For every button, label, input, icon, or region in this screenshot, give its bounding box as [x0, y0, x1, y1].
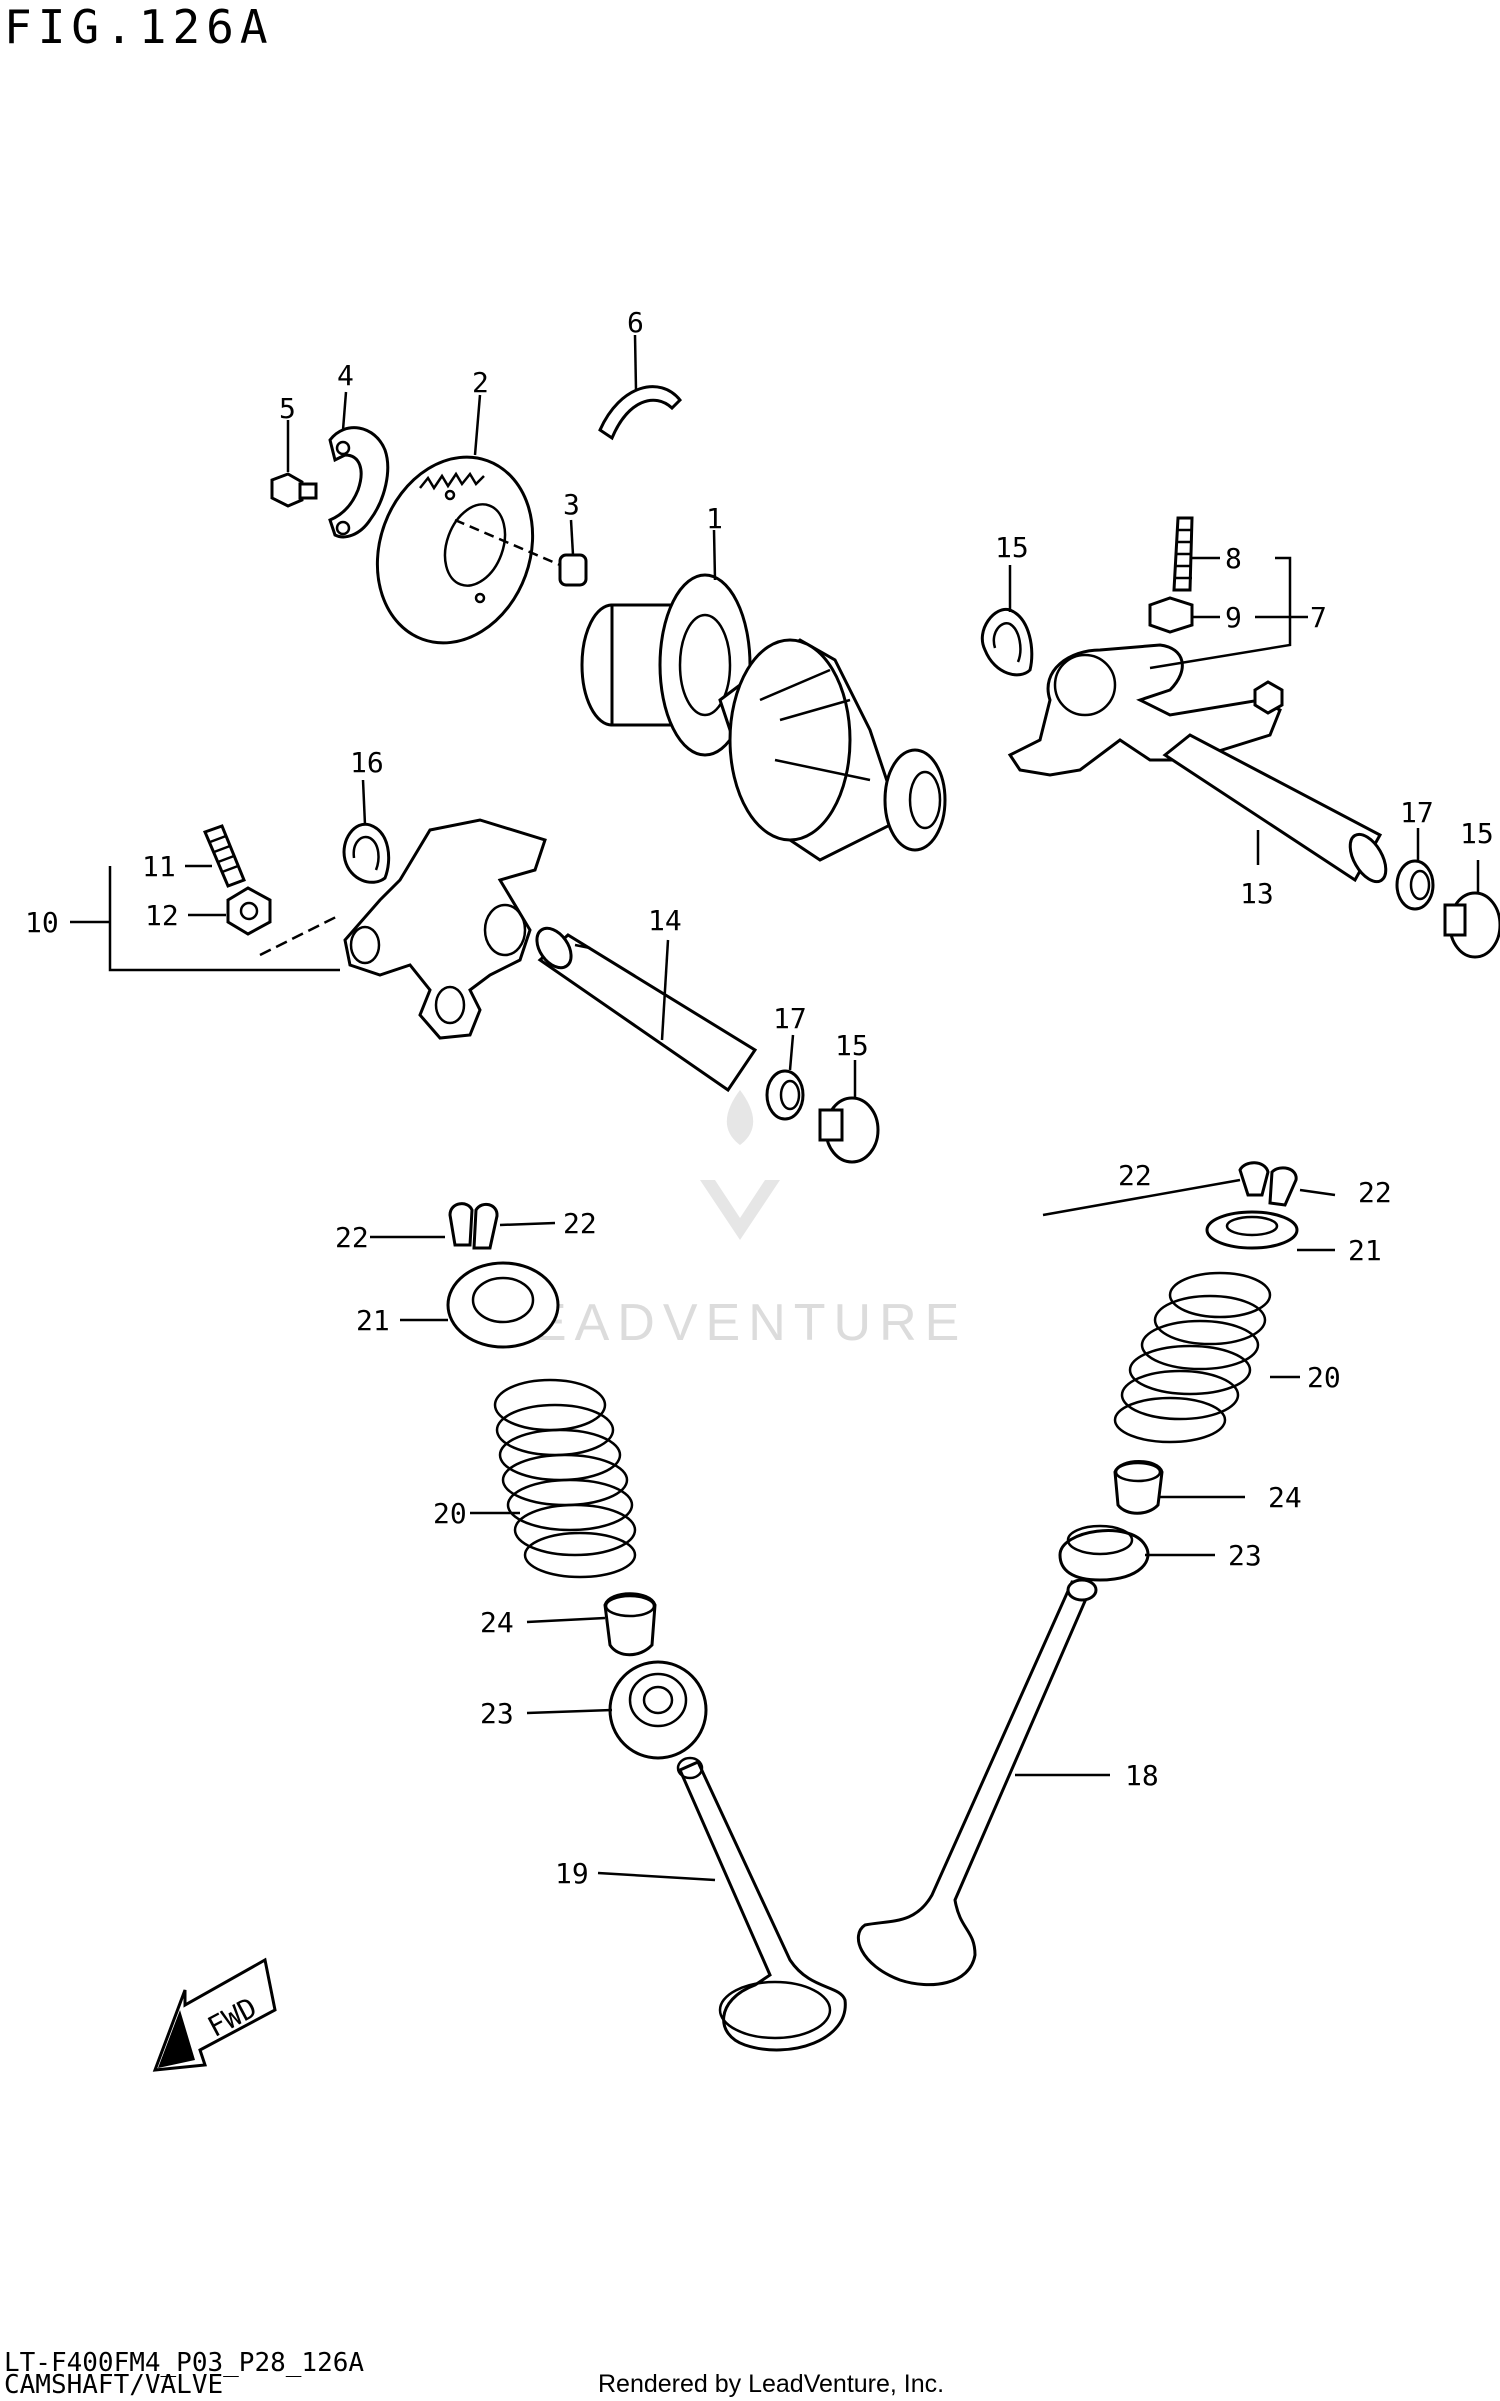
callout-11: 11: [142, 850, 176, 883]
part-20-spring-left: [493, 1378, 637, 1579]
callout-23-right: 23: [1228, 1539, 1262, 1572]
callout-22-left-a: 22: [335, 1221, 369, 1254]
callout-22-right-b: 22: [1358, 1176, 1392, 1209]
part-15-plug-right: [1443, 891, 1500, 959]
part-24-seal-left: [603, 1592, 657, 1657]
part-5-bolt: [270, 472, 318, 508]
part-23-seat-right: [1058, 1524, 1150, 1582]
part-24-seal-right: [1113, 1460, 1164, 1515]
part-16-oring-left: [342, 822, 391, 884]
part-1-camshaft: [580, 573, 947, 862]
part-10-rocker-arm-left: [259, 818, 547, 1040]
render-credit: Rendered by LeadVenture, Inc.: [598, 2370, 945, 2398]
callout-6: 6: [627, 306, 644, 339]
part-23-seat-left: [608, 1660, 708, 1760]
callout-20-right: 20: [1307, 1361, 1341, 1394]
callout-9: 9: [1225, 601, 1242, 634]
callout-8: 8: [1225, 542, 1242, 575]
figure-name: CAMSHAFT/VALVE: [4, 2370, 224, 2400]
callout-24-right: 24: [1268, 1481, 1302, 1514]
callout-3: 3: [563, 488, 580, 521]
callout-4: 4: [337, 359, 354, 392]
callout-5: 5: [279, 392, 296, 425]
callout-23-left: 23: [480, 1697, 514, 1730]
part-22-cotter-right: [1238, 1161, 1298, 1207]
part-15-plug-left: [818, 1096, 880, 1164]
part-21-retainer-left: [446, 1261, 560, 1349]
callout-12: 12: [145, 899, 179, 932]
part-2-sprocket: [375, 455, 535, 645]
callout-21-right: 21: [1348, 1234, 1382, 1267]
leader-lines: [70, 334, 1480, 1882]
part-19-valve-intake: [676, 1756, 847, 2052]
callout-2: 2: [472, 366, 489, 399]
callout-13: 13: [1240, 877, 1274, 910]
figure-code: LT-F400FM4_P03_P28_126A: [4, 2348, 365, 2378]
callout-14: 14: [648, 904, 682, 937]
callout-21-left: 21: [356, 1304, 390, 1337]
callout-20-left: 20: [433, 1497, 467, 1530]
part-6-clip: [598, 385, 683, 441]
part-21-retainer-right: [1205, 1210, 1299, 1250]
part-17-bushing-left: [765, 1069, 805, 1121]
part-20-spring-right: [1113, 1271, 1272, 1444]
part-9-nut: [1148, 596, 1194, 634]
callout-1: 1: [706, 502, 723, 535]
callout-17-left: 17: [773, 1002, 807, 1035]
callout-18: 18: [1125, 1759, 1159, 1792]
callout-labels: 5 4 2 3 6 1 15 8 9 7 13 17 15 16 11 12 1…: [25, 306, 1494, 1890]
callout-10: 10: [25, 906, 59, 939]
part-11-stud: [202, 824, 246, 888]
figure-title: FIG.126A: [4, 0, 274, 54]
part-13-shaft-right: [1162, 733, 1388, 884]
part-18-valve-exhaust: [856, 1578, 1098, 1987]
part-17-bushing-right: [1395, 859, 1435, 911]
watermark: LEADVENTURE: [495, 1090, 967, 1352]
part-12-nut: [226, 886, 272, 936]
part-22-cotter-left: [448, 1202, 499, 1250]
callout-7: 7: [1310, 601, 1327, 634]
watermark-text: LEADVENTURE: [495, 1294, 967, 1352]
callout-16-right: 15: [995, 531, 1029, 564]
part-8-stud: [1172, 516, 1194, 592]
callout-17-right: 17: [1400, 796, 1434, 829]
callout-22-left-b: 22: [563, 1207, 597, 1240]
part-14-shaft-left: [535, 926, 758, 1093]
callout-22-right-a: 22: [1118, 1159, 1152, 1192]
callout-16-left: 16: [350, 746, 384, 779]
callout-19: 19: [555, 1857, 589, 1890]
fwd-arrow: FWD: [152, 1957, 277, 2072]
part-3-pin: [454, 518, 588, 587]
callout-15-left: 15: [835, 1029, 869, 1062]
part-7-rocker-arm-right: [1007, 643, 1284, 777]
callout-15-right: 15: [1460, 817, 1494, 850]
callout-24-left: 24: [480, 1606, 514, 1639]
part-16-oring-right: [980, 607, 1034, 677]
part-4-plate: [328, 426, 390, 539]
